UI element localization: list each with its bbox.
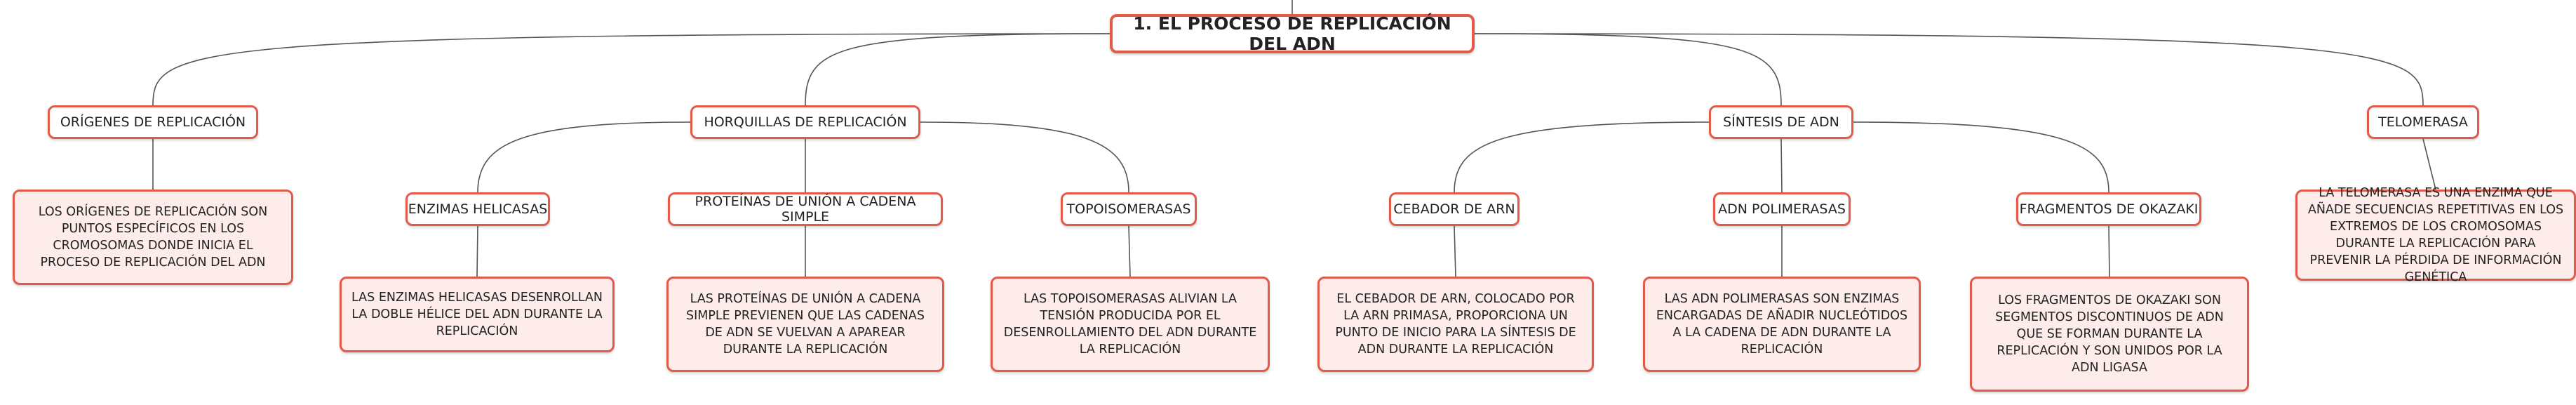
desc-fragmentos-de-okazaki[interactable]: LOS FRAGMENTOS DE OKAZAKI SON SEGMENTOS … bbox=[1970, 277, 2249, 392]
desc-adn-polimerasas[interactable]: LAS ADN POLIMERASAS SON ENZIMAS ENCARGAD… bbox=[1643, 277, 1921, 372]
link-telomerasa-desc bbox=[2422, 138, 2436, 190]
root-topic[interactable]: 1. EL PROCESO DE REPLICACIÓN DEL ADN bbox=[1110, 13, 1475, 54]
link-topoisomerasas-desc bbox=[1128, 225, 1131, 277]
link-horquillas-topoisomerasas bbox=[920, 121, 1129, 193]
topic-enzimas-helicasas[interactable]: ENZIMAS HELICASAS bbox=[405, 192, 550, 226]
topic-proteinas-de-union[interactable]: PROTEÍNAS DE UNIÓN A CADENA SIMPLE bbox=[668, 192, 943, 226]
desc-enzimas-helicasas[interactable]: LAS ENZIMAS HELICASAS DESENROLLAN LA DOB… bbox=[340, 277, 615, 352]
topic-fragmentos-de-okazaki[interactable]: FRAGMENTOS DE OKAZAKI bbox=[2016, 192, 2201, 226]
desc-topoisomerasas[interactable]: LAS TOPOISOMERASAS ALIVIAN LA TENSIÓN PR… bbox=[991, 277, 1270, 372]
link-cebador-desc bbox=[1454, 225, 1456, 277]
link-horquillas-helicasas bbox=[477, 121, 691, 193]
topic-topoisomerasas[interactable]: TOPOISOMERASAS bbox=[1061, 192, 1197, 226]
topic-origenes-de-replicacion[interactable]: ORÍGENES DE REPLICACIÓN bbox=[48, 105, 258, 139]
desc-origenes[interactable]: LOS ORÍGENES DE REPLICACIÓN SON PUNTOS E… bbox=[13, 190, 293, 285]
link-sintesis-cebador bbox=[1454, 121, 1710, 193]
topic-adn-polimerasas[interactable]: ADN POLIMERASAS bbox=[1713, 192, 1851, 226]
topic-sintesis-de-adn[interactable]: SÍNTESIS DE ADN bbox=[1709, 105, 1853, 139]
desc-proteinas-de-union[interactable]: LAS PROTEÍNAS DE UNIÓN A CADENA SIMPLE P… bbox=[666, 277, 944, 372]
topic-horquillas-de-replicacion[interactable]: HORQUILLAS DE REPLICACIÓN bbox=[690, 105, 920, 139]
link-helicasas-desc bbox=[476, 225, 478, 277]
link-root-telomerasa bbox=[1474, 33, 2424, 106]
link-root-horquillas bbox=[805, 33, 1111, 106]
link-root-origenes bbox=[152, 33, 1111, 106]
link-sintesis-okazaki bbox=[1853, 121, 2109, 193]
topic-telomerasa[interactable]: TELOMERASA bbox=[2367, 105, 2479, 139]
link-sintesis-polimerasas bbox=[1780, 138, 1783, 193]
desc-cebador-de-arn[interactable]: EL CEBADOR DE ARN, COLOCADO POR LA ARN P… bbox=[1317, 277, 1594, 372]
topic-cebador-de-arn[interactable]: CEBADOR DE ARN bbox=[1389, 192, 1520, 226]
link-root-sintesis bbox=[1474, 33, 1782, 106]
desc-telomerasa[interactable]: LA TELOMERASA ES UNA ENZIMA QUE AÑADE SE… bbox=[2295, 186, 2576, 284]
